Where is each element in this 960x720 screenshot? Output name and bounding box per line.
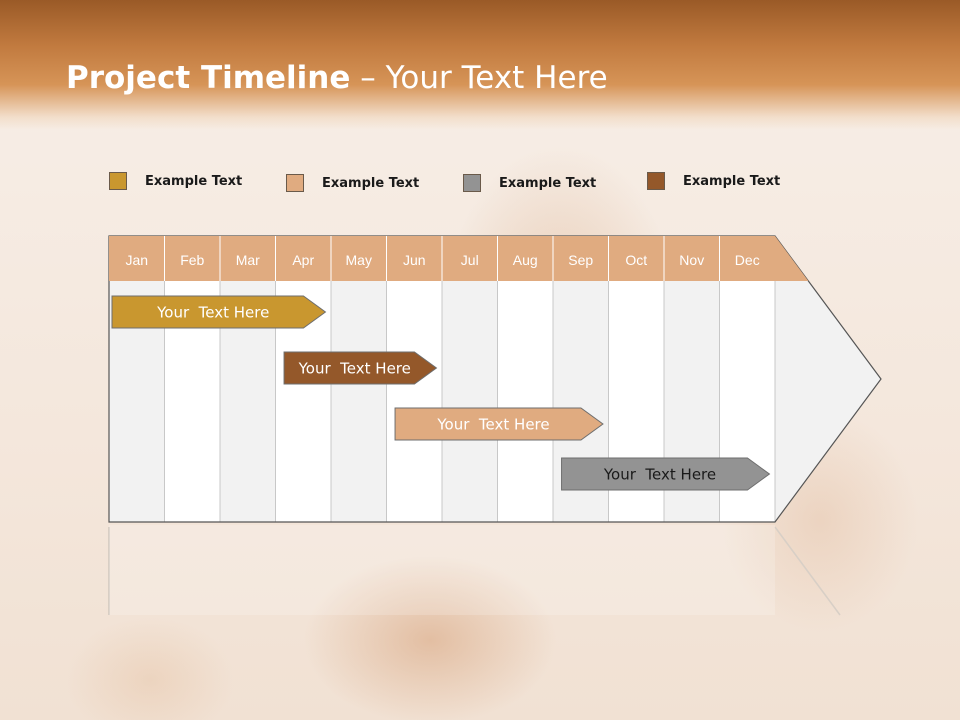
task-label-1: Your Text Here xyxy=(156,304,269,322)
month-column-jun xyxy=(386,281,442,522)
month-column-aug xyxy=(497,281,553,522)
legend-item-4: Example Text xyxy=(647,170,780,192)
legend-swatch-3 xyxy=(463,174,481,192)
task-label-4: Your Text Here xyxy=(603,466,716,484)
month-header-arrow-tip xyxy=(775,236,809,281)
month-label-dec: Dec xyxy=(735,252,760,268)
legend-item-1: Example Text xyxy=(109,170,242,192)
task-label-3: Your Text Here xyxy=(436,416,549,434)
task-1: Your Text Here xyxy=(111,295,327,329)
legend-label-3: Example Text xyxy=(499,175,597,191)
reflection-line-right xyxy=(774,526,841,616)
month-label-jul: Jul xyxy=(461,252,479,268)
title-banner xyxy=(0,0,960,130)
legend-swatch-1 xyxy=(109,172,127,190)
month-label-sep: Sep xyxy=(568,252,593,268)
task-arrow-3 xyxy=(394,407,604,441)
legend-label-2: Example Text xyxy=(322,175,420,191)
task-arrow-4 xyxy=(561,457,771,491)
month-label-jan: Jan xyxy=(125,252,148,268)
task-3: Your Text Here xyxy=(394,407,604,441)
task-arrow-2 xyxy=(283,351,438,385)
task-arrow-1 xyxy=(111,295,327,329)
month-label-feb: Feb xyxy=(180,252,204,268)
title-main: Project Timeline xyxy=(66,60,351,96)
task-4: Your Text Here xyxy=(561,457,771,491)
reflection-fill xyxy=(109,525,775,615)
legend-label-4: Example Text xyxy=(683,173,781,189)
month-column-jul xyxy=(442,281,498,522)
legend-swatch-4 xyxy=(647,172,665,190)
task-label-2: Your Text Here xyxy=(298,360,411,378)
legend-swatch-2 xyxy=(286,174,304,192)
legend-item-2: Example Text xyxy=(286,172,419,194)
timeline-reflection xyxy=(108,525,841,616)
month-label-aug: Aug xyxy=(513,252,538,268)
legend-label-1: Example Text xyxy=(145,173,243,189)
month-label-mar: Mar xyxy=(236,252,260,268)
legend-item-3: Example Text xyxy=(463,172,596,194)
task-2: Your Text Here xyxy=(283,351,438,385)
month-label-oct: Oct xyxy=(625,252,647,268)
month-label-may: May xyxy=(346,252,372,268)
month-header: Jan Feb Mar Apr May Jun Jul Aug Sep Oct Nov Dec xyxy=(109,236,809,281)
month-label-nov: Nov xyxy=(679,252,704,268)
slide-title: Project Timeline – Your Text Here xyxy=(66,60,608,96)
month-label-jun: Jun xyxy=(403,252,426,268)
month-label-apr: Apr xyxy=(292,252,314,268)
title-subtitle: – Your Text Here xyxy=(350,60,608,96)
month-column-may xyxy=(331,281,387,522)
